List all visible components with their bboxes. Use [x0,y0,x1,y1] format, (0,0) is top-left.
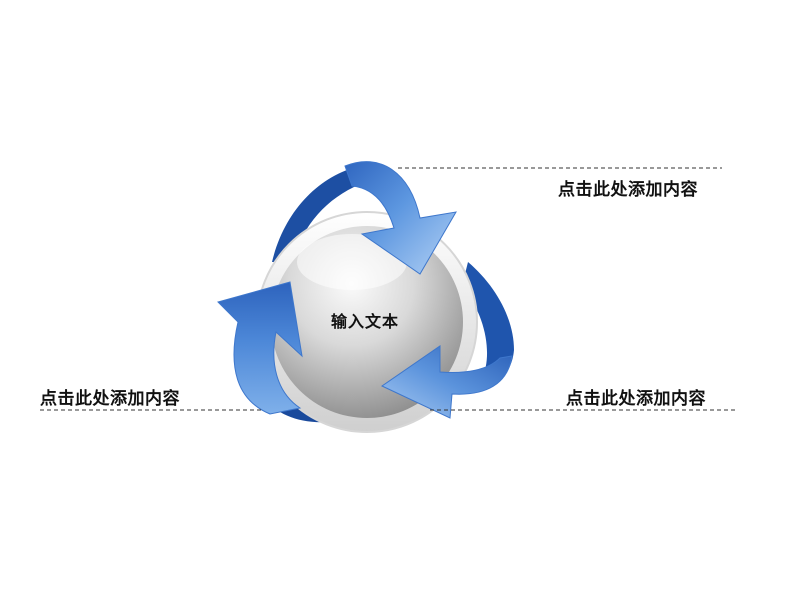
arrow-left [217,281,303,415]
center-text[interactable]: 输入文本 [330,312,399,331]
label-top-right[interactable]: 点击此处添加内容 [558,180,698,200]
sphere-highlight [297,234,407,290]
label-left[interactable]: 点击此处添加内容 [40,389,180,409]
arrow-bottom [381,345,513,419]
ribbon-back-right [462,262,514,380]
label-bottom-right[interactable]: 点击此处添加内容 [566,389,706,409]
arrow-top [344,161,457,275]
